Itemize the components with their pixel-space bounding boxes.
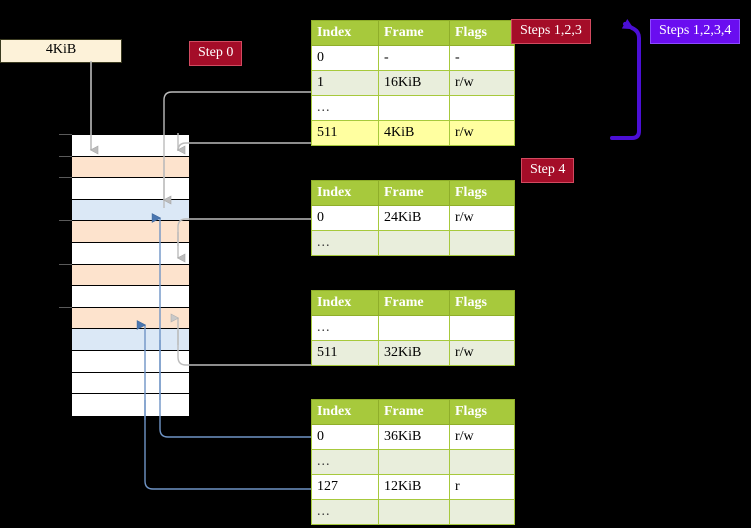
table-row: ... xyxy=(311,95,515,121)
table-cell xyxy=(378,315,450,341)
memory-tick xyxy=(59,155,72,157)
column-header-frame: Frame xyxy=(378,399,450,425)
table-row: 0-- xyxy=(311,45,515,71)
table-cell: r/w xyxy=(449,340,515,366)
table-cell: 16KiB xyxy=(378,70,450,96)
column-header-index: Index xyxy=(311,180,379,206)
table-cell xyxy=(378,449,450,475)
table-cell: ... xyxy=(311,449,379,475)
column-header-frame: Frame xyxy=(378,180,450,206)
table-cell: 32KiB xyxy=(378,340,450,366)
table-cell xyxy=(449,499,515,525)
table-cell: 0 xyxy=(311,424,379,450)
memory-tick xyxy=(59,134,72,135)
table-cell xyxy=(449,449,515,475)
steps-bracket xyxy=(610,18,641,140)
step-0-badge: Step 0 xyxy=(189,41,243,66)
table-cell: r xyxy=(449,474,515,500)
column-header-frame: Frame xyxy=(378,20,450,46)
steps-123-badge: Steps 1,2,3 xyxy=(511,19,591,44)
column-header-index: Index xyxy=(311,20,379,46)
memory-tick xyxy=(59,263,72,265)
memory-tick xyxy=(59,177,72,179)
table-row: ... xyxy=(311,449,515,475)
column-header-index: Index xyxy=(311,290,379,316)
memory-frame-row xyxy=(72,307,189,330)
connector-memory-to-t2 xyxy=(177,218,311,246)
memory-tick xyxy=(59,306,72,308)
table-cell: ... xyxy=(311,315,379,341)
column-header-index: Index xyxy=(311,399,379,425)
table-cell: 24KiB xyxy=(378,205,450,231)
column-header-flags: Flags xyxy=(449,290,515,316)
table-cell xyxy=(378,499,450,525)
table-cell: - xyxy=(378,45,450,71)
table-cell: r/w xyxy=(449,205,515,231)
table-cell: 0 xyxy=(311,45,379,71)
table-cell: r/w xyxy=(449,70,515,96)
steps-1234-badge: Steps 1,2,3,4 xyxy=(650,19,741,44)
connector-t3-to-memory xyxy=(177,330,311,366)
connector-t1-row511-to-memory xyxy=(177,142,311,152)
memory-frame-row xyxy=(72,156,189,179)
ellipsis-marker: ... xyxy=(317,100,331,115)
memory-frame-row xyxy=(72,372,189,395)
table-cell: 12KiB xyxy=(378,474,450,500)
table-cell: r/w xyxy=(449,120,515,146)
column-header-flags: Flags xyxy=(449,20,515,46)
table-cell: 0 xyxy=(311,205,379,231)
table-row: ... xyxy=(311,230,515,256)
step-4-badge: Step 4 xyxy=(521,158,575,183)
memory-frame-row xyxy=(72,221,189,243)
table-cell: ... xyxy=(311,95,379,121)
physical-memory-column xyxy=(71,134,190,416)
table-cell: 511 xyxy=(311,340,379,366)
table-cell: 511 xyxy=(311,120,379,146)
memory-frame-row xyxy=(72,243,189,265)
memory-frame-row xyxy=(72,135,189,157)
table-cell: 4KiB xyxy=(378,120,450,146)
memory-frame-row xyxy=(72,329,189,351)
ellipsis-marker: ... xyxy=(317,454,331,469)
table-cell: - xyxy=(449,45,515,71)
column-header-flags: Flags xyxy=(449,180,515,206)
frame-size-label: 4KiB xyxy=(45,42,77,57)
table-cell: r/w xyxy=(449,424,515,450)
table-cell: ... xyxy=(311,230,379,256)
column-header-flags: Flags xyxy=(449,399,515,425)
table-cell: 127 xyxy=(311,474,379,500)
memory-frame-row xyxy=(72,178,189,200)
memory-frame-row xyxy=(72,199,189,222)
memory-frame-row xyxy=(72,351,189,373)
ellipsis-marker: ... xyxy=(317,504,331,519)
frame-size-box: 4KiB xyxy=(0,39,122,63)
ellipsis-marker: ... xyxy=(317,320,331,335)
table-cell: 1 xyxy=(311,70,379,96)
table-cell xyxy=(378,95,450,121)
table-row: ... xyxy=(311,499,515,525)
column-header-frame: Frame xyxy=(378,290,450,316)
ellipsis-marker: ... xyxy=(317,235,331,250)
table-cell: ... xyxy=(311,499,379,525)
memory-frame-row xyxy=(72,286,189,308)
table-cell xyxy=(449,315,515,341)
table-cell xyxy=(449,230,515,256)
table-cell: 36KiB xyxy=(378,424,450,450)
table-cell xyxy=(378,230,450,256)
memory-tick xyxy=(59,220,72,222)
table-cell xyxy=(449,95,515,121)
memory-frame-row xyxy=(72,264,189,287)
memory-frame-row xyxy=(72,394,189,416)
table-row: ... xyxy=(311,315,515,341)
